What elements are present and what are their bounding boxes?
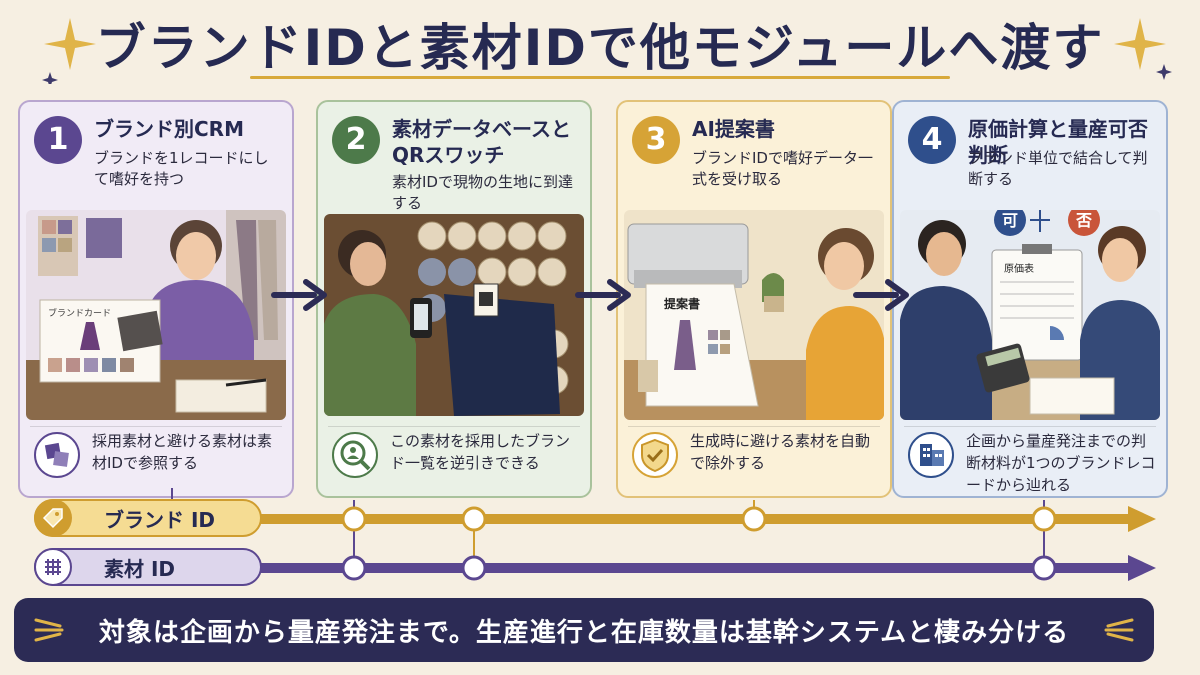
- step-note: この素材を採用したブランド一覧を逆引きできる: [390, 432, 571, 472]
- title-underline: [250, 76, 950, 79]
- material-id-label: 素材 ID: [104, 556, 176, 581]
- card-divider: [30, 426, 282, 427]
- step-number: 4: [908, 116, 956, 164]
- card-divider: [328, 426, 580, 427]
- approve-badge: 可: [1002, 211, 1018, 230]
- scope-banner-text: 対象は企画から量産発注まで。生産進行と在庫数量は基幹システムと棲み分ける: [98, 617, 1070, 648]
- fabric-grid-icon: [34, 548, 72, 586]
- step-title: ブランド別CRM: [94, 117, 244, 141]
- step-note: 企画から量産発注までの判断材料が1つのブランドレコードから辿れる: [966, 432, 1156, 494]
- step-card-ai-proposal: 3 AI提案書 ブランドIDで嗜好データ一式を受け取る 提案書 生成時に避ける素…: [616, 100, 892, 498]
- material-db-illustration: [324, 214, 584, 416]
- sparkle-left-icon: [42, 18, 96, 84]
- material-id-nodes: [341, 555, 1057, 581]
- building-icon: [908, 432, 954, 478]
- step-description: ブランド単位で結合して判断する: [968, 149, 1148, 188]
- brand-id-label: ブランド ID: [104, 507, 216, 532]
- step-title: 素材データベースとQRスワッチ: [392, 117, 571, 167]
- flow-arrow-1-2: [271, 279, 327, 311]
- step-description: 素材IDで現物の生地に到達する: [392, 173, 573, 212]
- step-description: ブランドを1レコードにして嗜好を持つ: [94, 149, 269, 188]
- step-title: AI提案書: [692, 117, 775, 141]
- step-number: 1: [34, 116, 82, 164]
- flow-arrow-2-3: [575, 279, 631, 311]
- step-note: 生成時に避ける素材を自動で除外する: [690, 432, 871, 472]
- sparkle-right-icon: [1104, 618, 1134, 642]
- step-card-material-db: 2 素材データベースとQRスワッチ 素材IDで現物の生地に到達する: [316, 100, 592, 498]
- shield-check-icon: [632, 432, 678, 478]
- cost-judgement-illustration: 可 否 原価表: [900, 210, 1160, 420]
- sparkle-right-icon: [1114, 18, 1172, 80]
- step-card-brand-crm: 1 ブランド別CRM ブランドを1レコードにして嗜好を持つ ブランドカード: [18, 100, 294, 498]
- step-card-cost-judgement: 4 原価計算と量産可否判断 ブランド単位で結合して判断する 可 否 原価表: [892, 100, 1168, 498]
- step-description: ブランドIDで嗜好データ一式を受け取る: [692, 149, 873, 188]
- card-divider: [628, 426, 880, 427]
- people-search-icon: [332, 432, 378, 478]
- ai-proposal-illustration: 提案書: [624, 210, 884, 420]
- brand-crm-illustration: ブランドカード: [26, 210, 286, 420]
- sparkle-left-icon: [34, 618, 64, 642]
- step-note: 採用素材と避ける素材は素材IDで参照する: [92, 432, 273, 472]
- tag-icon: [34, 499, 72, 537]
- proposal-doc-label: 提案書: [664, 296, 700, 311]
- reject-badge: 否: [1075, 211, 1092, 230]
- scope-banner: 対象は企画から量産発注まで。生産進行と在庫数量は基幹システムと棲み分ける: [14, 598, 1154, 662]
- material-id-lane: 素材 ID: [34, 548, 262, 586]
- page-title: ブランドIDと素材IDで他モジュールへ渡す: [95, 19, 1105, 77]
- step-number: 2: [332, 116, 380, 164]
- id-lanes: [171, 488, 1156, 581]
- card-divider: [904, 426, 1156, 427]
- brand-card-label: ブランドカード: [48, 307, 111, 319]
- cost-sheet-label: 原価表: [1004, 262, 1034, 275]
- step-number: 3: [632, 116, 680, 164]
- flow-arrow-3-4: [853, 279, 909, 311]
- step-title: 原価計算と量産可否判断: [968, 117, 1148, 167]
- fabric-swatch-icon: [34, 432, 80, 478]
- brand-id-nodes: [341, 506, 1057, 532]
- brand-id-lane: ブランド ID: [34, 499, 262, 537]
